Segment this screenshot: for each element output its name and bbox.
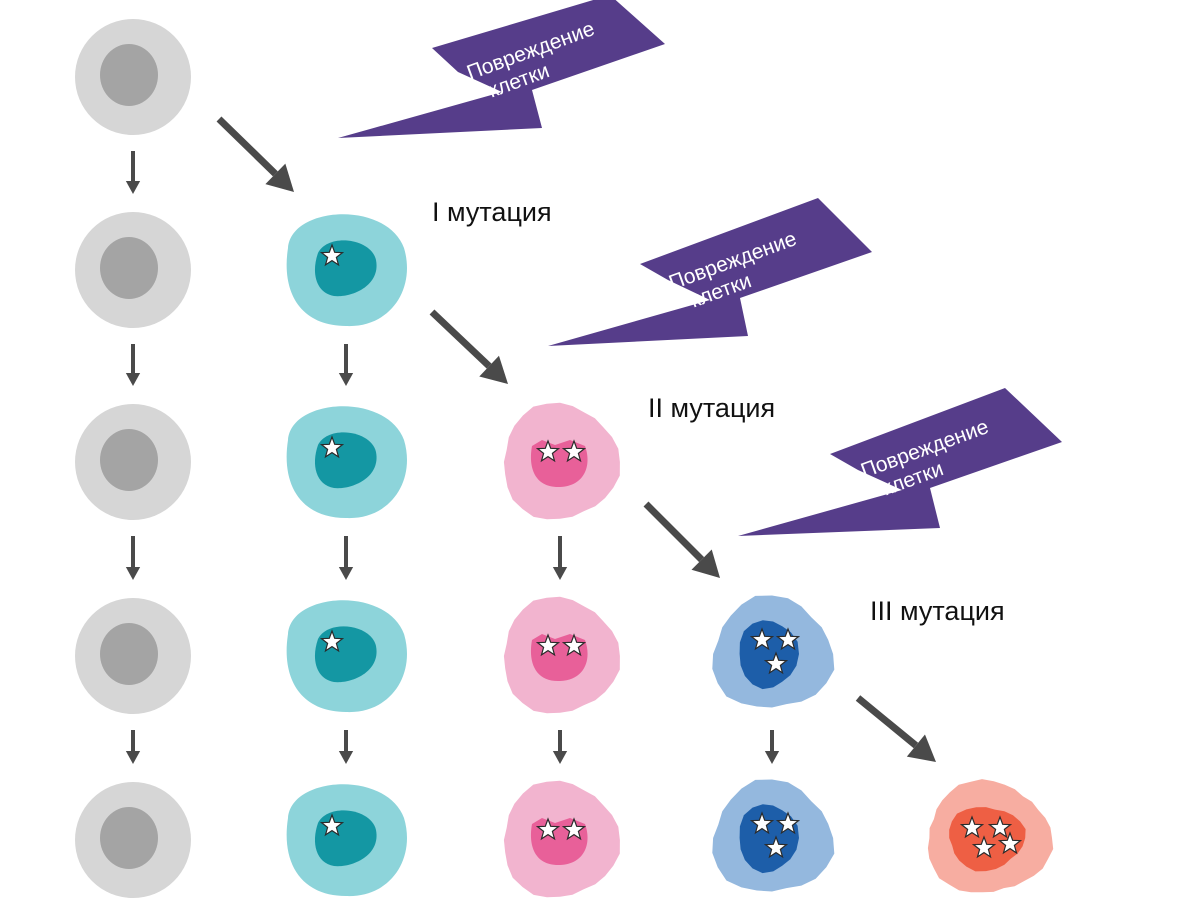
cell-stage2-1 [503, 402, 620, 520]
mutation-star-icon [997, 831, 1023, 855]
down-arrow-icon [125, 536, 141, 580]
mutation-star-icon [775, 811, 801, 835]
cell-normal-1 [75, 19, 191, 135]
mutation-star-icon [561, 633, 587, 657]
cell-stage1-3 [286, 600, 407, 713]
cell-stage3-2 [712, 779, 835, 892]
down-arrow-icon [552, 536, 568, 580]
cell-stage1-1 [286, 214, 407, 327]
mutation-star-icon [763, 651, 789, 675]
cell-stage2-3 [503, 780, 620, 898]
mutation-label-2: II мутация [648, 393, 775, 423]
mutation-star-icon [535, 633, 561, 657]
damage-bolt-3: Повреждение клетки [738, 388, 1062, 536]
cell-nucleus [100, 237, 158, 299]
mutation-arrow-icon [216, 116, 294, 192]
mutation-star-icon [987, 815, 1013, 839]
down-arrow-icon [338, 344, 354, 386]
cell-stage3-1 [712, 595, 835, 708]
mutation-star-icon [971, 835, 997, 859]
damage-bolt-2: Повреждение клетки [548, 198, 872, 346]
mutation-star-icon [749, 811, 775, 835]
cell-stage2-2 [503, 596, 620, 714]
cell-nucleus [100, 623, 158, 685]
cell-stage4-1 [927, 779, 1054, 893]
cell-nucleus [100, 44, 158, 106]
down-arrow-icon [764, 730, 780, 764]
mutation-star-icon [319, 629, 345, 653]
cell-normal-4 [75, 598, 191, 714]
cell-normal-2 [75, 212, 191, 328]
mutation-star-icon [749, 627, 775, 651]
mutation-star-icon [561, 817, 587, 841]
mutation-star-icon [535, 817, 561, 841]
mutation-star-icon [775, 627, 801, 651]
mutation-star-icon [959, 815, 985, 839]
mutation-star-icon [319, 813, 345, 837]
down-arrow-icon [125, 151, 141, 194]
cell-stage1-4 [286, 784, 407, 897]
cells-layer [75, 19, 1054, 898]
mutation-star-icon [319, 435, 345, 459]
cell-nucleus [949, 807, 1026, 872]
damage-bolt-1: Повреждение клетки [338, 0, 665, 138]
mutation-star-icon [561, 439, 587, 463]
cell-nucleus [530, 634, 588, 682]
mutation-arrow-icon [643, 501, 720, 578]
mutation-label-3: III мутация [870, 596, 1005, 626]
mutation-arrow-icon [855, 695, 936, 762]
mutation-star-icon [535, 439, 561, 463]
down-arrow-icon [125, 344, 141, 386]
mutation-label-1: I мутация [432, 197, 552, 227]
mutation-star-icon [319, 243, 345, 267]
arrows-layer [125, 116, 936, 764]
down-arrow-icon [552, 730, 568, 764]
cell-nucleus [530, 818, 588, 866]
down-arrow-icon [125, 730, 141, 764]
mutation-arrow-icon [429, 309, 508, 384]
cell-nucleus [100, 807, 158, 869]
mutation-star-icon [763, 835, 789, 859]
down-arrow-icon [338, 730, 354, 764]
cell-stage1-2 [286, 406, 407, 519]
cell-nucleus [530, 440, 588, 488]
down-arrow-icon [338, 536, 354, 580]
cell-normal-5 [75, 782, 191, 898]
cell-normal-3 [75, 404, 191, 520]
cell-nucleus [100, 429, 158, 491]
